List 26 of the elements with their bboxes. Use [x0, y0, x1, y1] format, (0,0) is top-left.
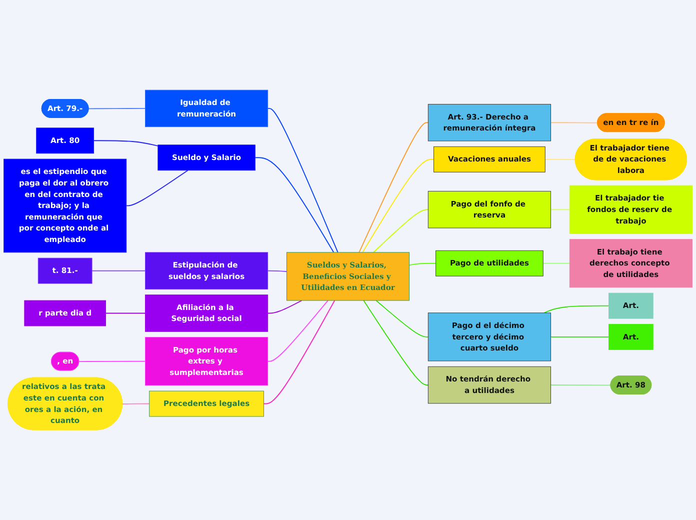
connector — [267, 270, 288, 272]
connector — [267, 108, 338, 253]
connector — [542, 262, 570, 264]
connector — [376, 300, 429, 338]
connector — [408, 262, 436, 266]
connector — [544, 158, 576, 160]
connector — [544, 305, 610, 314]
connector — [550, 209, 570, 210]
connector — [126, 170, 188, 206]
connector — [88, 108, 146, 110]
connector — [267, 300, 328, 362]
connector — [550, 336, 610, 338]
connector — [122, 403, 150, 404]
connector — [362, 158, 434, 253]
connector — [358, 122, 429, 253]
connector — [550, 122, 598, 124]
connector — [254, 157, 334, 253]
connector — [105, 312, 146, 314]
connector — [93, 140, 158, 146]
connector — [78, 360, 146, 362]
connector — [550, 384, 612, 386]
connector — [267, 300, 302, 314]
connector — [372, 209, 429, 253]
connector — [92, 270, 146, 272]
connector — [263, 300, 336, 404]
connector — [363, 300, 429, 386]
